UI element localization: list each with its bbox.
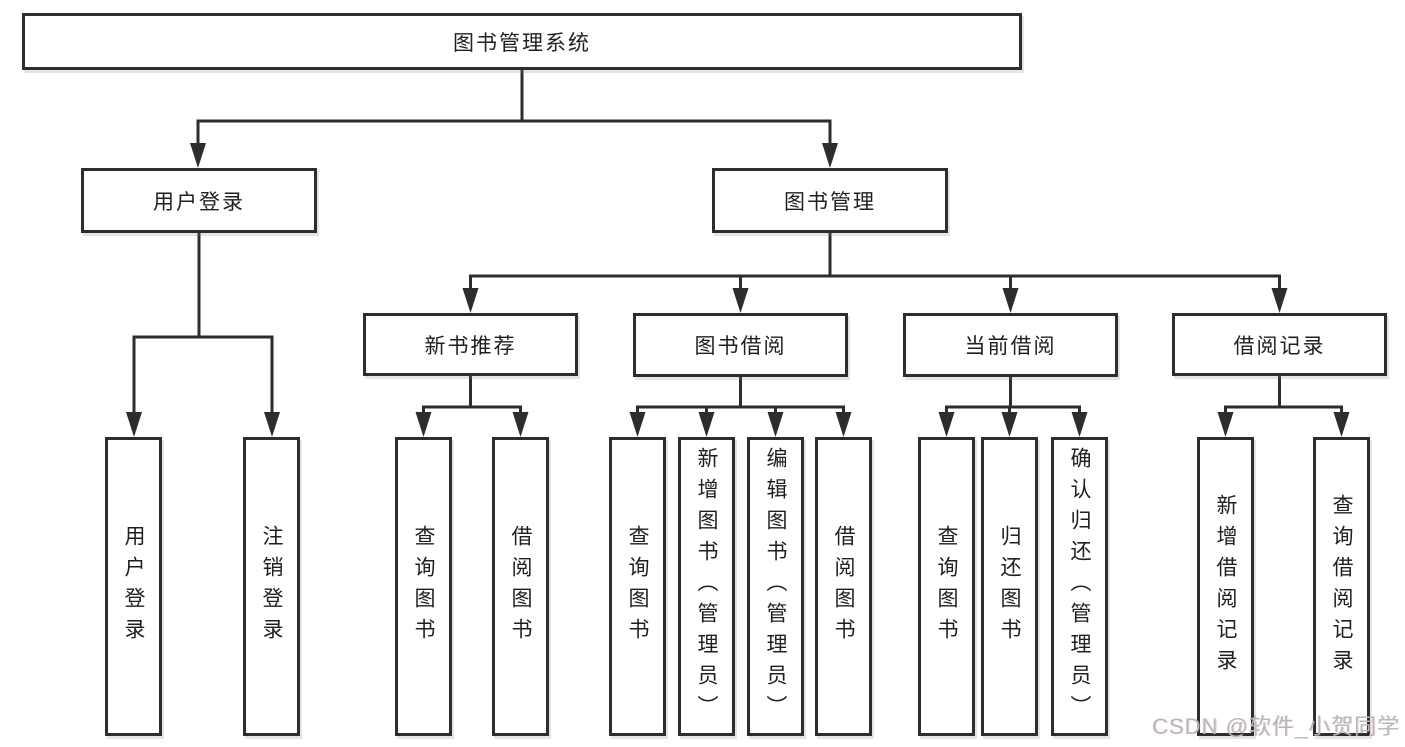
node-new-book-recommend: 新书推荐 [363, 313, 578, 376]
node-library-system: 图书管理系统 [22, 13, 1022, 70]
node-borrow-records: 借阅记录 [1172, 313, 1387, 376]
node-book-management: 图书管理 [712, 168, 948, 233]
node-user-login: 用户登录 [81, 168, 317, 233]
leaf-borrow-books: 借阅图书 [815, 437, 872, 736]
leaf-query-books-recommend: 查询图书 [395, 437, 452, 736]
leaf-borrow-books-recommend: 借阅图书 [492, 437, 549, 736]
leaf-return-books: 归还图书 [981, 437, 1038, 736]
leaf-logout-login: 注销登录 [243, 437, 300, 736]
leaf-query-books-borrow: 查询图书 [609, 437, 666, 736]
leaf-edit-book-admin: 编辑图书（管理员） [747, 437, 804, 736]
leaf-confirm-return-admin: 确认归还（管理员） [1051, 437, 1108, 736]
node-book-borrow: 图书借阅 [633, 313, 848, 377]
csdn-watermark: CSDN @软件_小贺同学 [1152, 714, 1401, 739]
leaf-query-books-current: 查询图书 [918, 437, 975, 736]
leaf-add-book-admin: 新增图书（管理员） [678, 437, 735, 736]
node-current-borrow: 当前借阅 [903, 313, 1118, 377]
leaf-user-login: 用户登录 [105, 437, 162, 736]
leaf-query-borrow-record: 查询借阅记录 [1313, 437, 1370, 736]
leaf-add-borrow-record: 新增借阅记录 [1197, 437, 1254, 736]
